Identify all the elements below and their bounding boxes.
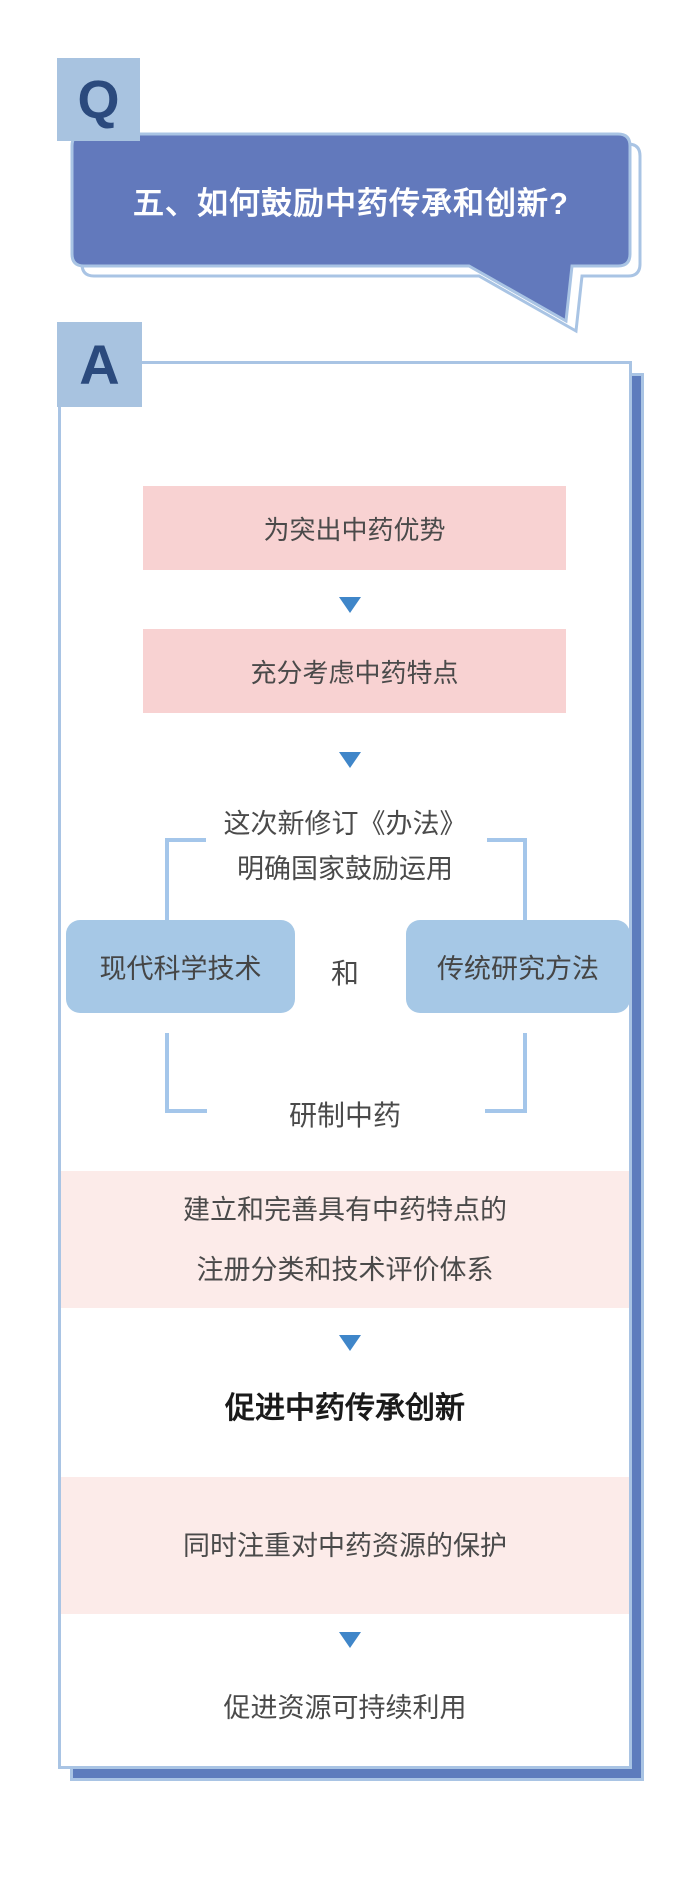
method-box-traditional: 传统研究方法 <box>406 920 630 1013</box>
flow-step-1-label: 为突出中药优势 <box>263 514 446 545</box>
flow-step-4-label: 同时注重对中药资源的保护 <box>183 1530 507 1561</box>
connector-bracket-top-left <box>165 838 206 920</box>
method-box-traditional-label: 传统研究方法 <box>437 954 599 984</box>
flow-step-4-box: 同时注重对中药资源的保护 <box>61 1477 629 1614</box>
down-arrow-icon <box>339 1335 361 1351</box>
flow-step-3-box: 建立和完善具有中药特点的 注册分类和技术评价体系 <box>61 1171 629 1308</box>
outcome-1-label: 促进中药传承创新 <box>225 1392 465 1425</box>
flow-step-2-label: 充分考虑中药特点 <box>250 657 459 688</box>
answer-badge-letter: A <box>79 333 120 396</box>
flow-step-3-line2: 注册分类和技术评价体系 <box>196 1254 494 1285</box>
answer-badge: A <box>57 322 142 407</box>
question-badge-letter: Q <box>77 69 120 130</box>
flow-step-3-line1: 建立和完善具有中药特点的 <box>183 1194 507 1225</box>
conjunction-label: 和 <box>330 958 359 989</box>
flow-step-2-box: 充分考虑中药特点 <box>143 629 566 713</box>
question-badge: Q <box>57 58 140 141</box>
intro-text-line2: 明确国家鼓励运用 <box>237 854 453 884</box>
intro-text-line1: 这次新修订《办法》 <box>223 809 467 839</box>
connector-bracket-top-right <box>487 838 527 920</box>
down-arrow-icon <box>339 752 361 768</box>
method-box-modern-label: 现代科学技术 <box>99 954 262 984</box>
down-arrow-icon <box>339 1632 361 1648</box>
down-arrow-icon <box>339 597 361 613</box>
speech-bubble-body <box>70 132 632 324</box>
merge-label: 研制中药 <box>288 1100 401 1131</box>
question-speech-bubble <box>70 132 642 334</box>
question-title: 五、如何鼓励中药传承和创新? <box>133 185 569 221</box>
outcome-2-label: 促进资源可持续利用 <box>223 1693 467 1723</box>
connector-bracket-bottom-right <box>485 1033 527 1113</box>
intro-text: 这次新修订《办法》 明确国家鼓励运用 <box>61 802 629 892</box>
flow-step-1-box: 为突出中药优势 <box>143 486 566 570</box>
method-box-modern: 现代科学技术 <box>66 920 295 1013</box>
connector-bracket-bottom-left <box>165 1033 207 1113</box>
